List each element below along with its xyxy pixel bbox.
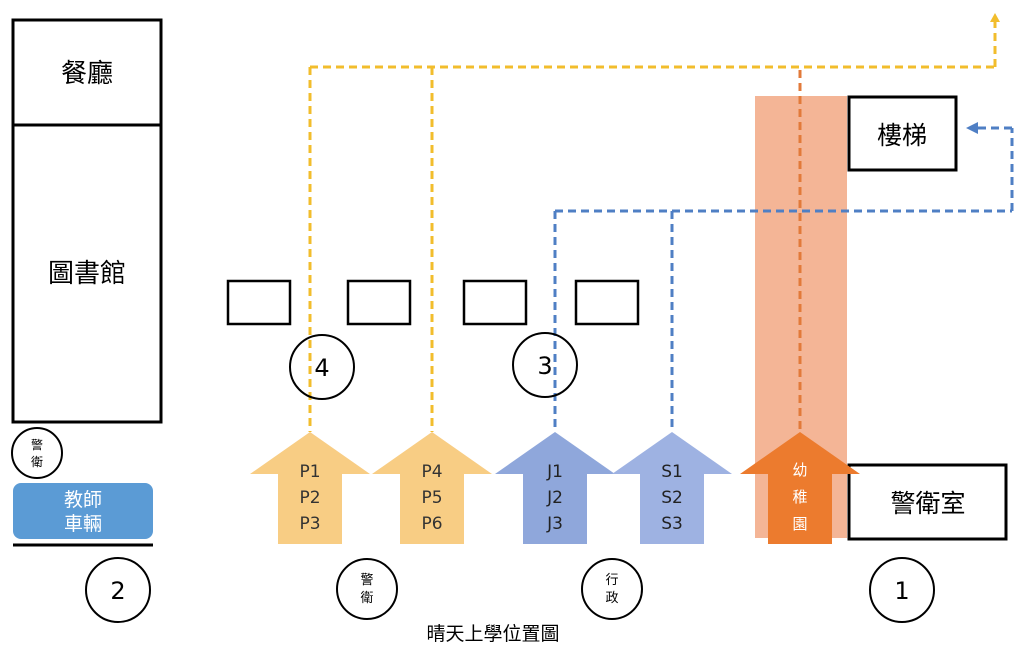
marker-3	[512, 332, 578, 398]
small-box-3	[462, 279, 528, 326]
arrow-p1-p3-labels: P1 P2 P3	[299, 462, 320, 534]
arrow-label: P2	[299, 488, 320, 508]
library-box	[11, 123, 163, 424]
admin-post-line2: 政	[605, 591, 618, 606]
guard-post-bottom	[336, 558, 398, 620]
arrow-s1-s3-labels: S1 S2 S3	[661, 462, 683, 534]
arrow-s1-s3	[612, 432, 732, 544]
guard-post-left-line1: 警	[31, 437, 43, 452]
guard-post-bottom-line1: 警	[360, 572, 373, 588]
arrow-label: J3	[546, 514, 563, 534]
teacher-vehicle-box	[13, 483, 153, 539]
guard-post-left-line2: 衛	[31, 455, 43, 469]
marker-2	[85, 557, 151, 623]
arrow-label: J2	[546, 488, 563, 508]
teacher-vehicle-line2: 車輛	[64, 513, 102, 535]
arrow-label: 園	[792, 515, 807, 533]
yellow-route	[308, 22, 997, 432]
blue-route-arrowhead	[966, 122, 978, 134]
arrow-j1-j3	[495, 432, 615, 544]
library-label: 圖書館	[48, 259, 126, 289]
arrow-label: P6	[421, 514, 442, 534]
arrow-j1-j3-labels: J1 J2 J3	[546, 462, 563, 534]
arrow-label: S2	[661, 488, 683, 508]
marker-4-label: 4	[314, 354, 329, 382]
marker-1-label: 1	[894, 577, 909, 605]
arrow-label: 稚	[792, 488, 807, 506]
marker-1	[869, 557, 935, 623]
guard-room-label: 警衛室	[890, 489, 965, 518]
guard-post-bottom-line2: 衛	[360, 591, 373, 606]
small-box-2	[346, 279, 412, 326]
small-box-1	[226, 279, 292, 326]
restaurant-label: 餐廳	[61, 59, 113, 89]
teacher-vehicle-line1: 教師	[64, 489, 102, 511]
guard-room-box	[847, 463, 1008, 541]
arrow-label: P3	[299, 514, 320, 534]
arrow-p4-p6	[372, 432, 492, 544]
admin-post	[581, 558, 643, 620]
admin-post-line1: 行	[605, 573, 618, 588]
arrow-p4-p6-labels: P4 P5 P6	[421, 462, 442, 534]
arrow-label: S1	[661, 462, 683, 482]
arrow-p1-p3	[250, 432, 370, 544]
arrow-label: P1	[299, 462, 320, 482]
arrow-label: 幼	[792, 461, 807, 479]
marker-4	[289, 334, 355, 400]
page-title: 晴天上學位置圖	[426, 623, 559, 645]
arrow-kindergarten	[740, 432, 860, 544]
marker-3-label: 3	[537, 352, 552, 380]
stairs-box	[847, 95, 958, 172]
arrow-kindergarten-labels: 幼 稚 園	[792, 461, 807, 533]
arrow-label: S3	[661, 514, 683, 534]
arrow-label: P4	[421, 462, 442, 482]
small-box-4	[574, 279, 640, 326]
stairs-label: 樓梯	[877, 121, 927, 150]
marker-2-label: 2	[110, 577, 125, 605]
arrow-label: J1	[546, 462, 563, 482]
yellow-route-arrowhead	[990, 13, 1000, 22]
arrow-label: P5	[421, 488, 442, 508]
guard-post-left	[11, 427, 63, 479]
